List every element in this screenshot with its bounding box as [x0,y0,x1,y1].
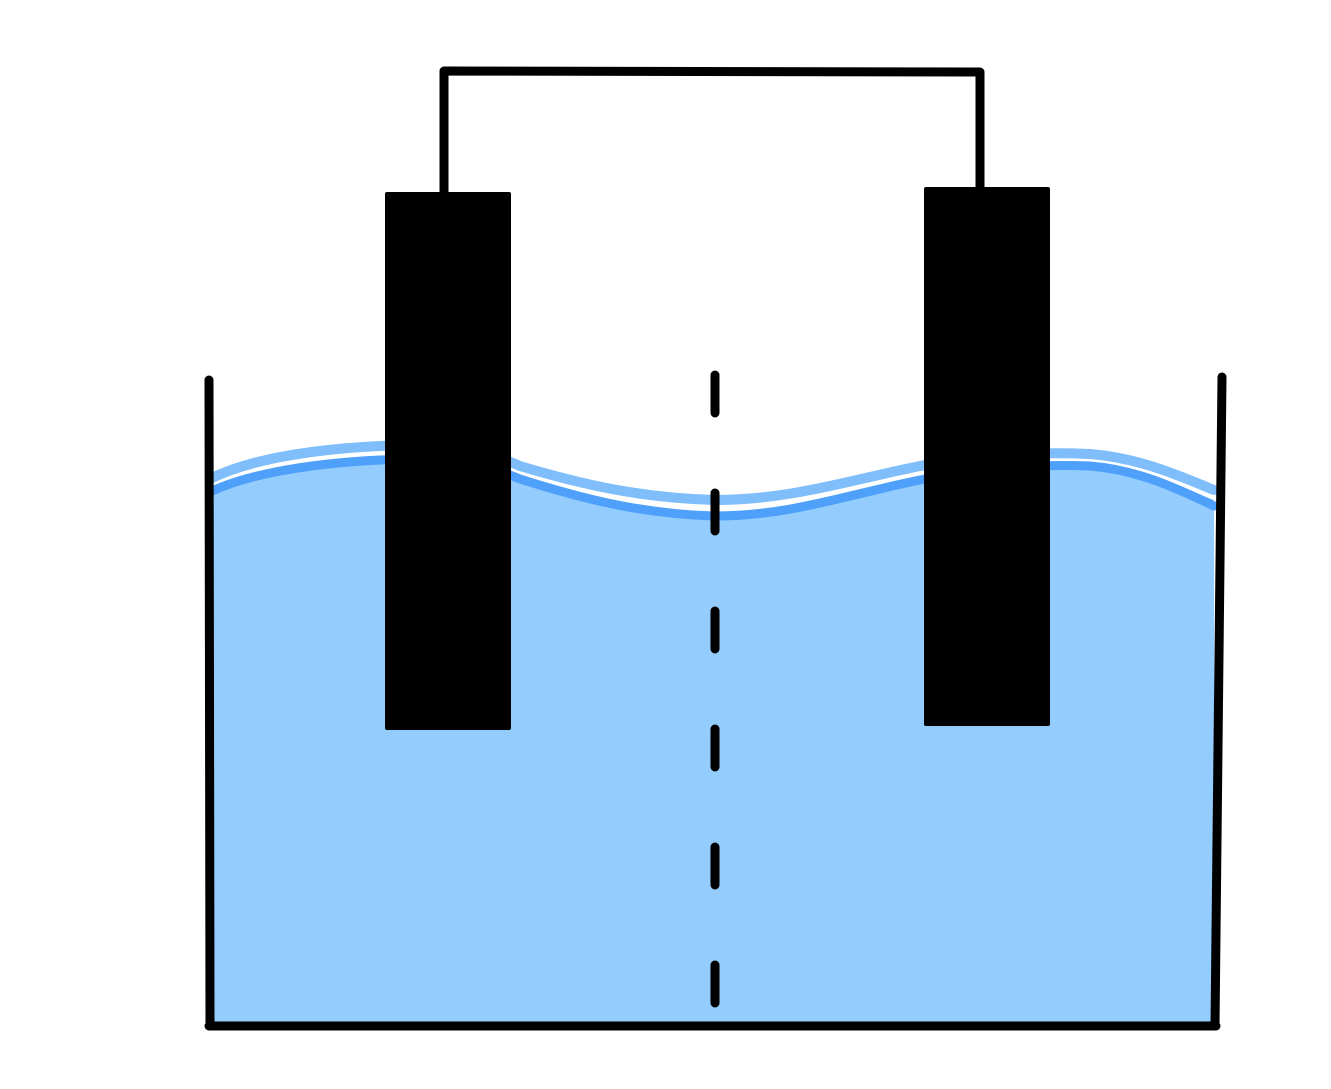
beaker-left-wall [204,375,215,1031]
connecting-wire [439,66,985,199]
right-electrode [924,187,1050,726]
beaker-right-wall [1210,372,1227,1031]
left-electrode [385,192,511,730]
